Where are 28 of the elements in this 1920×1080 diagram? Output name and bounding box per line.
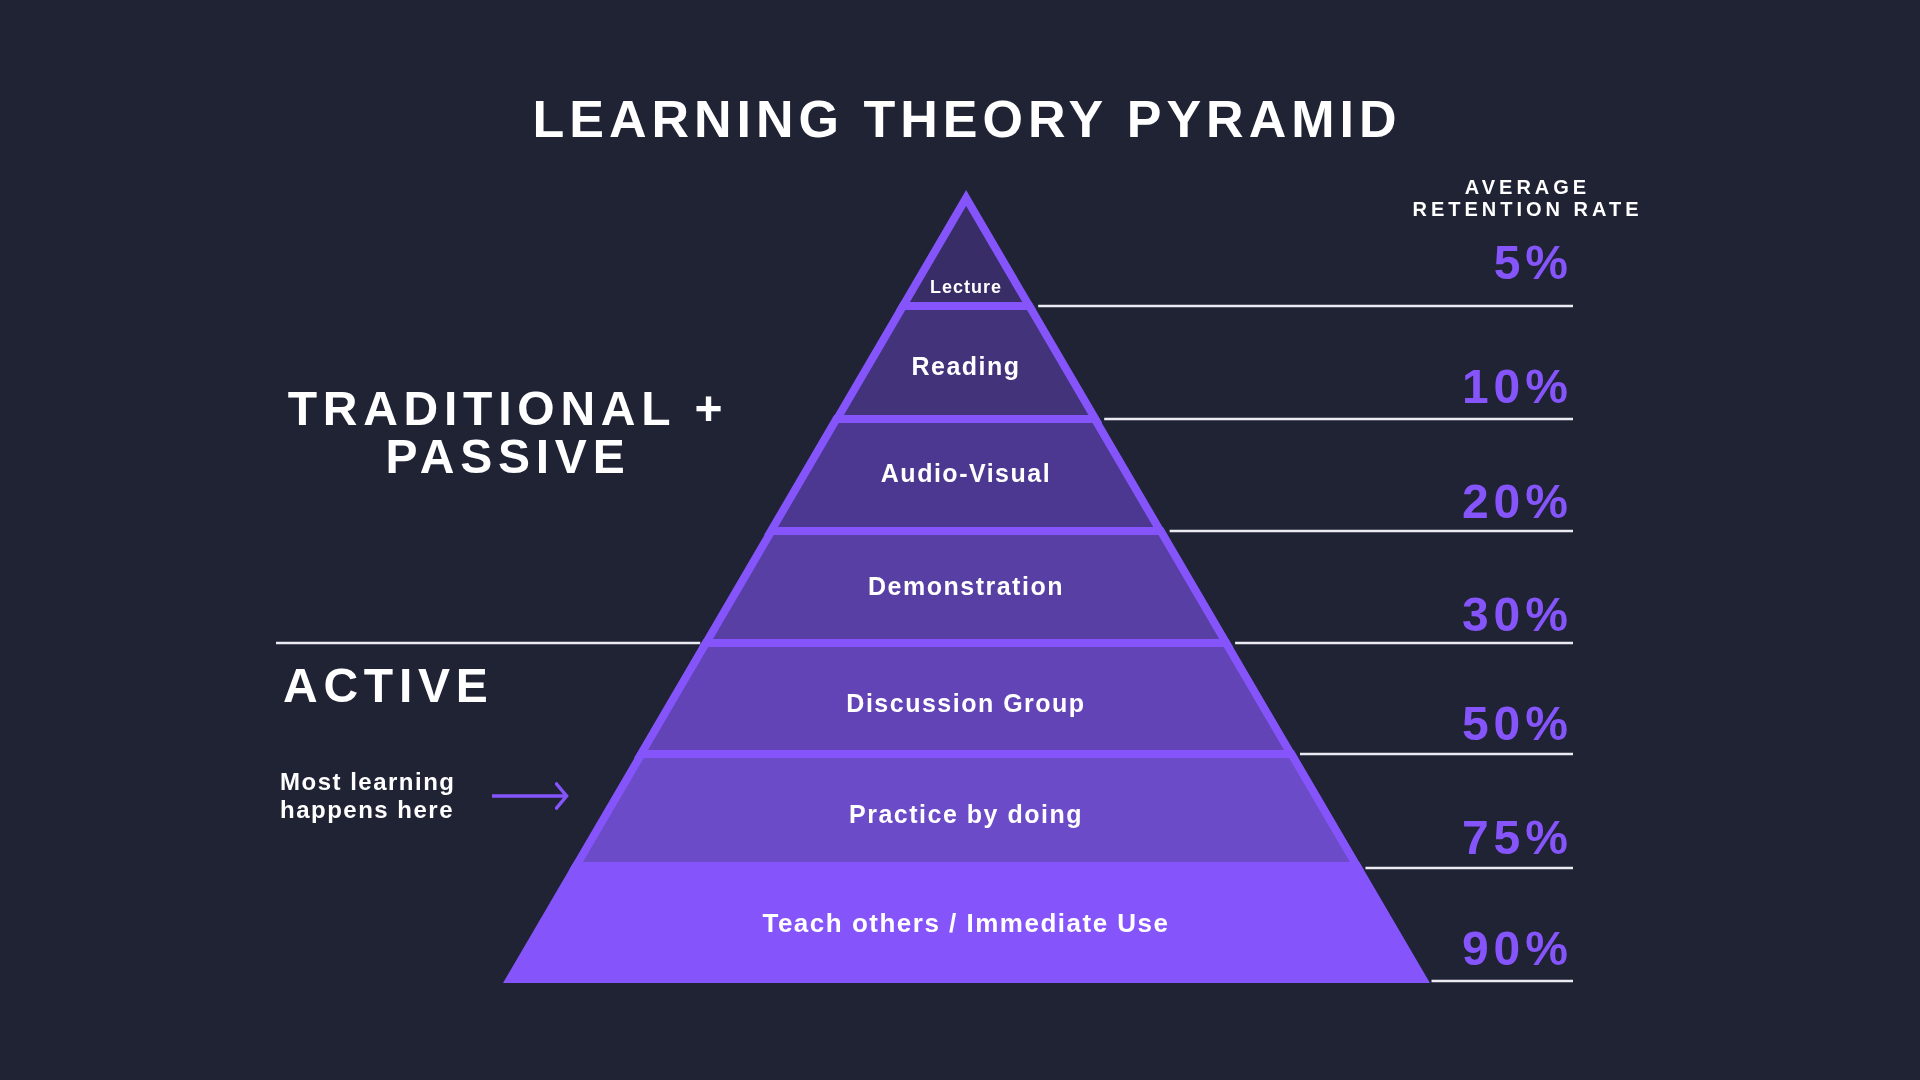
tier-label: Audio-Visual [880,458,1052,488]
callout-text: Most learning happens here [280,768,492,824]
leader-line [1169,529,1573,533]
leader-line [1300,752,1573,756]
arrow [492,782,569,810]
retention-rate: 10% [1443,359,1573,418]
column-header: AVERAGE RETENTION RATE [1411,176,1644,220]
retention-rate: 5% [1443,235,1573,305]
section-heading: TRADITIONAL + PASSIVE [286,385,730,481]
retention-rate: 30% [1443,587,1573,642]
retention-rate: 20% [1443,474,1573,530]
tier-label: Reading [911,351,1021,381]
diagram-title: LEARNING THEORY PYRAMID [532,89,1402,149]
tier-label: Discussion Group [846,688,1086,718]
leader-line [1038,304,1573,308]
leader-line [1365,866,1573,870]
retention-rate: 90% [1443,921,1573,980]
section-heading: ACTIVE [283,662,495,710]
tier-label: Lecture [929,276,1002,298]
tier-label: Teach others / Immediate Use [762,908,1170,938]
leader-line [1235,641,1573,645]
tier-label: Practice by doing [849,799,1083,829]
leader-line [1104,417,1573,421]
leader-line [1431,979,1573,983]
pyramid-tier [500,860,1432,985]
tier-label: Demonstration [868,571,1064,601]
retention-rate: 50% [1443,696,1573,753]
retention-rate: 75% [1443,810,1573,867]
